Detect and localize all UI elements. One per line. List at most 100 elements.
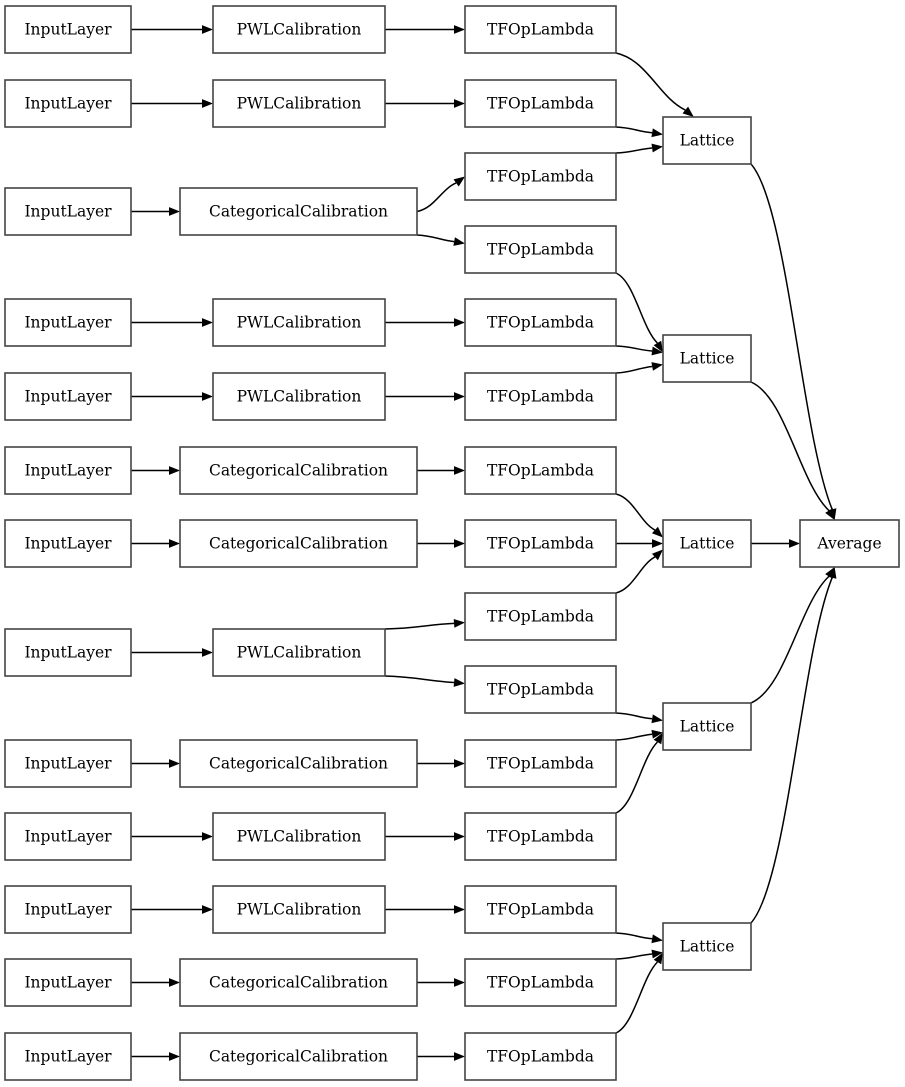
node-box[interactable] [662, 519, 752, 568]
node-op14-tfop-lambda[interactable]: TFOpLambda [464, 958, 617, 1007]
node-box[interactable] [662, 334, 752, 383]
node-box[interactable] [212, 298, 386, 347]
node-op4-tfop-lambda[interactable]: TFOpLambda [464, 225, 617, 274]
node-cal12-categorical-calibration[interactable]: CategoricalCalibration [179, 958, 418, 1007]
node-box[interactable] [179, 958, 418, 1007]
node-box[interactable] [212, 885, 386, 934]
node-cal9-categorical-calibration[interactable]: CategoricalCalibration [179, 739, 418, 788]
node-box[interactable] [464, 958, 617, 1007]
node-box[interactable] [4, 958, 132, 1007]
node-avg-average[interactable]: Average [799, 519, 900, 568]
node-op1-tfop-lambda[interactable]: TFOpLambda [464, 5, 617, 54]
node-box[interactable] [179, 187, 418, 236]
node-cal2-pwlcalibration[interactable]: PWLCalibration [212, 79, 386, 128]
node-op13-tfop-lambda[interactable]: TFOpLambda [464, 885, 617, 934]
node-box[interactable] [464, 446, 617, 495]
node-box[interactable] [4, 519, 132, 568]
node-op2-tfop-lambda[interactable]: TFOpLambda [464, 79, 617, 128]
node-cal5-pwlcalibration[interactable]: PWLCalibration [212, 372, 386, 421]
node-box[interactable] [212, 812, 386, 861]
node-cal8-pwlcalibration[interactable]: PWLCalibration [212, 628, 386, 677]
node-box[interactable] [179, 1032, 418, 1081]
node-box[interactable] [4, 885, 132, 934]
node-box[interactable] [799, 519, 900, 568]
node-in5-input-layer[interactable]: InputLayer [4, 372, 132, 421]
node-op3-tfop-lambda[interactable]: TFOpLambda [464, 152, 617, 201]
node-in4-input-layer[interactable]: InputLayer [4, 298, 132, 347]
edge-line [615, 493, 656, 531]
node-lat2-lattice[interactable]: Lattice [662, 334, 752, 383]
node-box[interactable] [464, 79, 617, 128]
node-cal4-pwlcalibration[interactable]: PWLCalibration [212, 298, 386, 347]
node-cal13-categorical-calibration[interactable]: CategoricalCalibration [179, 1032, 418, 1081]
node-label: InputLayer [24, 21, 112, 39]
node-op9-tfop-lambda[interactable]: TFOpLambda [464, 592, 617, 641]
node-cal3-categorical-calibration[interactable]: CategoricalCalibration [179, 187, 418, 236]
node-in9-input-layer[interactable]: InputLayer [4, 739, 132, 788]
node-op12-tfop-lambda[interactable]: TFOpLambda [464, 812, 617, 861]
edge-line [615, 953, 653, 960]
node-box[interactable] [464, 739, 617, 788]
node-cal1-pwlcalibration[interactable]: PWLCalibration [212, 5, 386, 54]
node-box[interactable] [212, 628, 386, 677]
node-box[interactable] [4, 372, 132, 421]
node-box[interactable] [212, 79, 386, 128]
node-box[interactable] [4, 5, 132, 54]
edge-categorical-calibration-to-tfop-lambda [416, 176, 465, 213]
arrowhead-icon [454, 905, 465, 914]
node-box[interactable] [662, 116, 752, 165]
node-lat1-lattice[interactable]: Lattice [662, 116, 752, 165]
node-in10-input-layer[interactable]: InputLayer [4, 812, 132, 861]
node-cal11-pwlcalibration[interactable]: PWLCalibration [212, 885, 386, 934]
node-in7-input-layer[interactable]: InputLayer [4, 519, 132, 568]
node-cal10-pwlcalibration[interactable]: PWLCalibration [212, 812, 386, 861]
node-box[interactable] [212, 372, 386, 421]
node-op6-tfop-lambda[interactable]: TFOpLambda [464, 372, 617, 421]
node-lat3-lattice[interactable]: Lattice [662, 519, 752, 568]
node-cal6-categorical-calibration[interactable]: CategoricalCalibration [179, 446, 418, 495]
node-in6-input-layer[interactable]: InputLayer [4, 446, 132, 495]
node-cal7-categorical-calibration[interactable]: CategoricalCalibration [179, 519, 418, 568]
node-in3-input-layer[interactable]: InputLayer [4, 187, 132, 236]
node-op15-tfop-lambda[interactable]: TFOpLambda [464, 1032, 617, 1081]
node-box[interactable] [464, 152, 617, 201]
node-box[interactable] [4, 812, 132, 861]
node-op5-tfop-lambda[interactable]: TFOpLambda [464, 298, 617, 347]
node-box[interactable] [179, 739, 418, 788]
node-box[interactable] [464, 372, 617, 421]
node-box[interactable] [464, 592, 617, 641]
node-box[interactable] [4, 628, 132, 677]
node-in1-input-layer[interactable]: InputLayer [4, 5, 132, 54]
edge-line [615, 345, 653, 352]
node-op11-tfop-lambda[interactable]: TFOpLambda [464, 739, 617, 788]
node-box[interactable] [4, 79, 132, 128]
node-op7-tfop-lambda[interactable]: TFOpLambda [464, 446, 617, 495]
node-box[interactable] [464, 5, 617, 54]
node-box[interactable] [464, 665, 617, 714]
node-box[interactable] [4, 739, 132, 788]
node-box[interactable] [179, 519, 418, 568]
node-op10-tfop-lambda[interactable]: TFOpLambda [464, 665, 617, 714]
node-lat4-lattice[interactable]: Lattice [662, 702, 752, 751]
node-box[interactable] [464, 885, 617, 934]
node-box[interactable] [464, 298, 617, 347]
node-box[interactable] [662, 702, 752, 751]
node-box[interactable] [212, 5, 386, 54]
node-in11-input-layer[interactable]: InputLayer [4, 885, 132, 934]
node-op8-tfop-lambda[interactable]: TFOpLambda [464, 519, 617, 568]
node-in2-input-layer[interactable]: InputLayer [4, 79, 132, 128]
node-box[interactable] [4, 1032, 132, 1081]
node-box[interactable] [179, 446, 418, 495]
node-in12-input-layer[interactable]: InputLayer [4, 958, 132, 1007]
node-box[interactable] [662, 922, 752, 971]
node-box[interactable] [464, 1032, 617, 1081]
node-lat5-lattice[interactable]: Lattice [662, 922, 752, 971]
node-in8-input-layer[interactable]: InputLayer [4, 628, 132, 677]
node-box[interactable] [4, 446, 132, 495]
node-box[interactable] [4, 187, 132, 236]
node-box[interactable] [464, 225, 617, 274]
node-box[interactable] [464, 812, 617, 861]
node-in13-input-layer[interactable]: InputLayer [4, 1032, 132, 1081]
node-box[interactable] [464, 519, 617, 568]
node-box[interactable] [4, 298, 132, 347]
